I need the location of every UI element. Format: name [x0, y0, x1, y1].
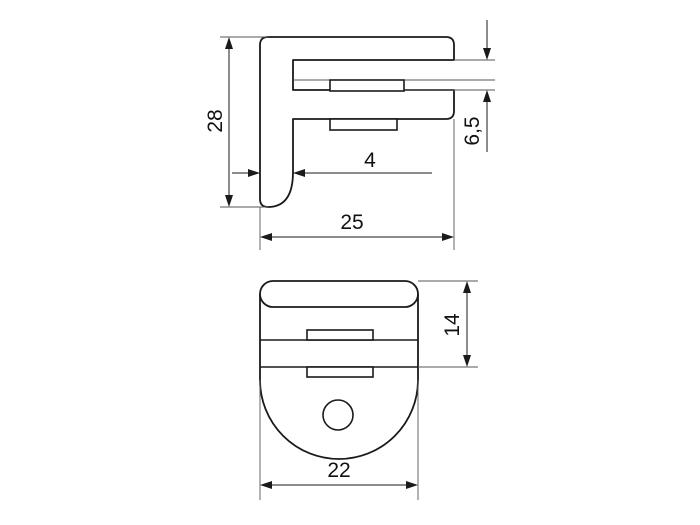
label-22: 22: [327, 459, 350, 482]
arrow-28-top: [225, 37, 233, 49]
arrow-22-left: [260, 481, 272, 489]
arrow-28-bottom: [225, 195, 233, 207]
label-14: 14: [441, 313, 464, 337]
arrow-14-top: [463, 281, 471, 293]
screw-hole: [322, 399, 354, 431]
label-28: 28: [204, 109, 227, 132]
arrow-4-left: [248, 169, 260, 177]
front-top-cap: [259, 280, 419, 308]
arrow-22-right: [406, 481, 418, 489]
front-view: 14 22: [259, 280, 478, 500]
arrow-4-right: [293, 169, 305, 177]
label-25: 25: [340, 211, 363, 234]
arrow-25-left: [260, 233, 272, 241]
front-pad-bottom: [306, 366, 374, 378]
side-view: 28 4 25 6,5: [204, 20, 495, 250]
side-view-body: [259, 36, 455, 208]
label-4: 4: [364, 149, 376, 172]
arrow-14-bottom: [463, 355, 471, 367]
side-pad-top: [329, 79, 405, 92]
label-6-5: 6,5: [461, 116, 484, 145]
front-pad-top: [306, 329, 374, 341]
arrow-25-right: [442, 233, 454, 241]
side-pad-bottom: [329, 118, 398, 131]
arrow-65-bottom: [483, 90, 491, 102]
arrow-65-top: [483, 48, 491, 60]
